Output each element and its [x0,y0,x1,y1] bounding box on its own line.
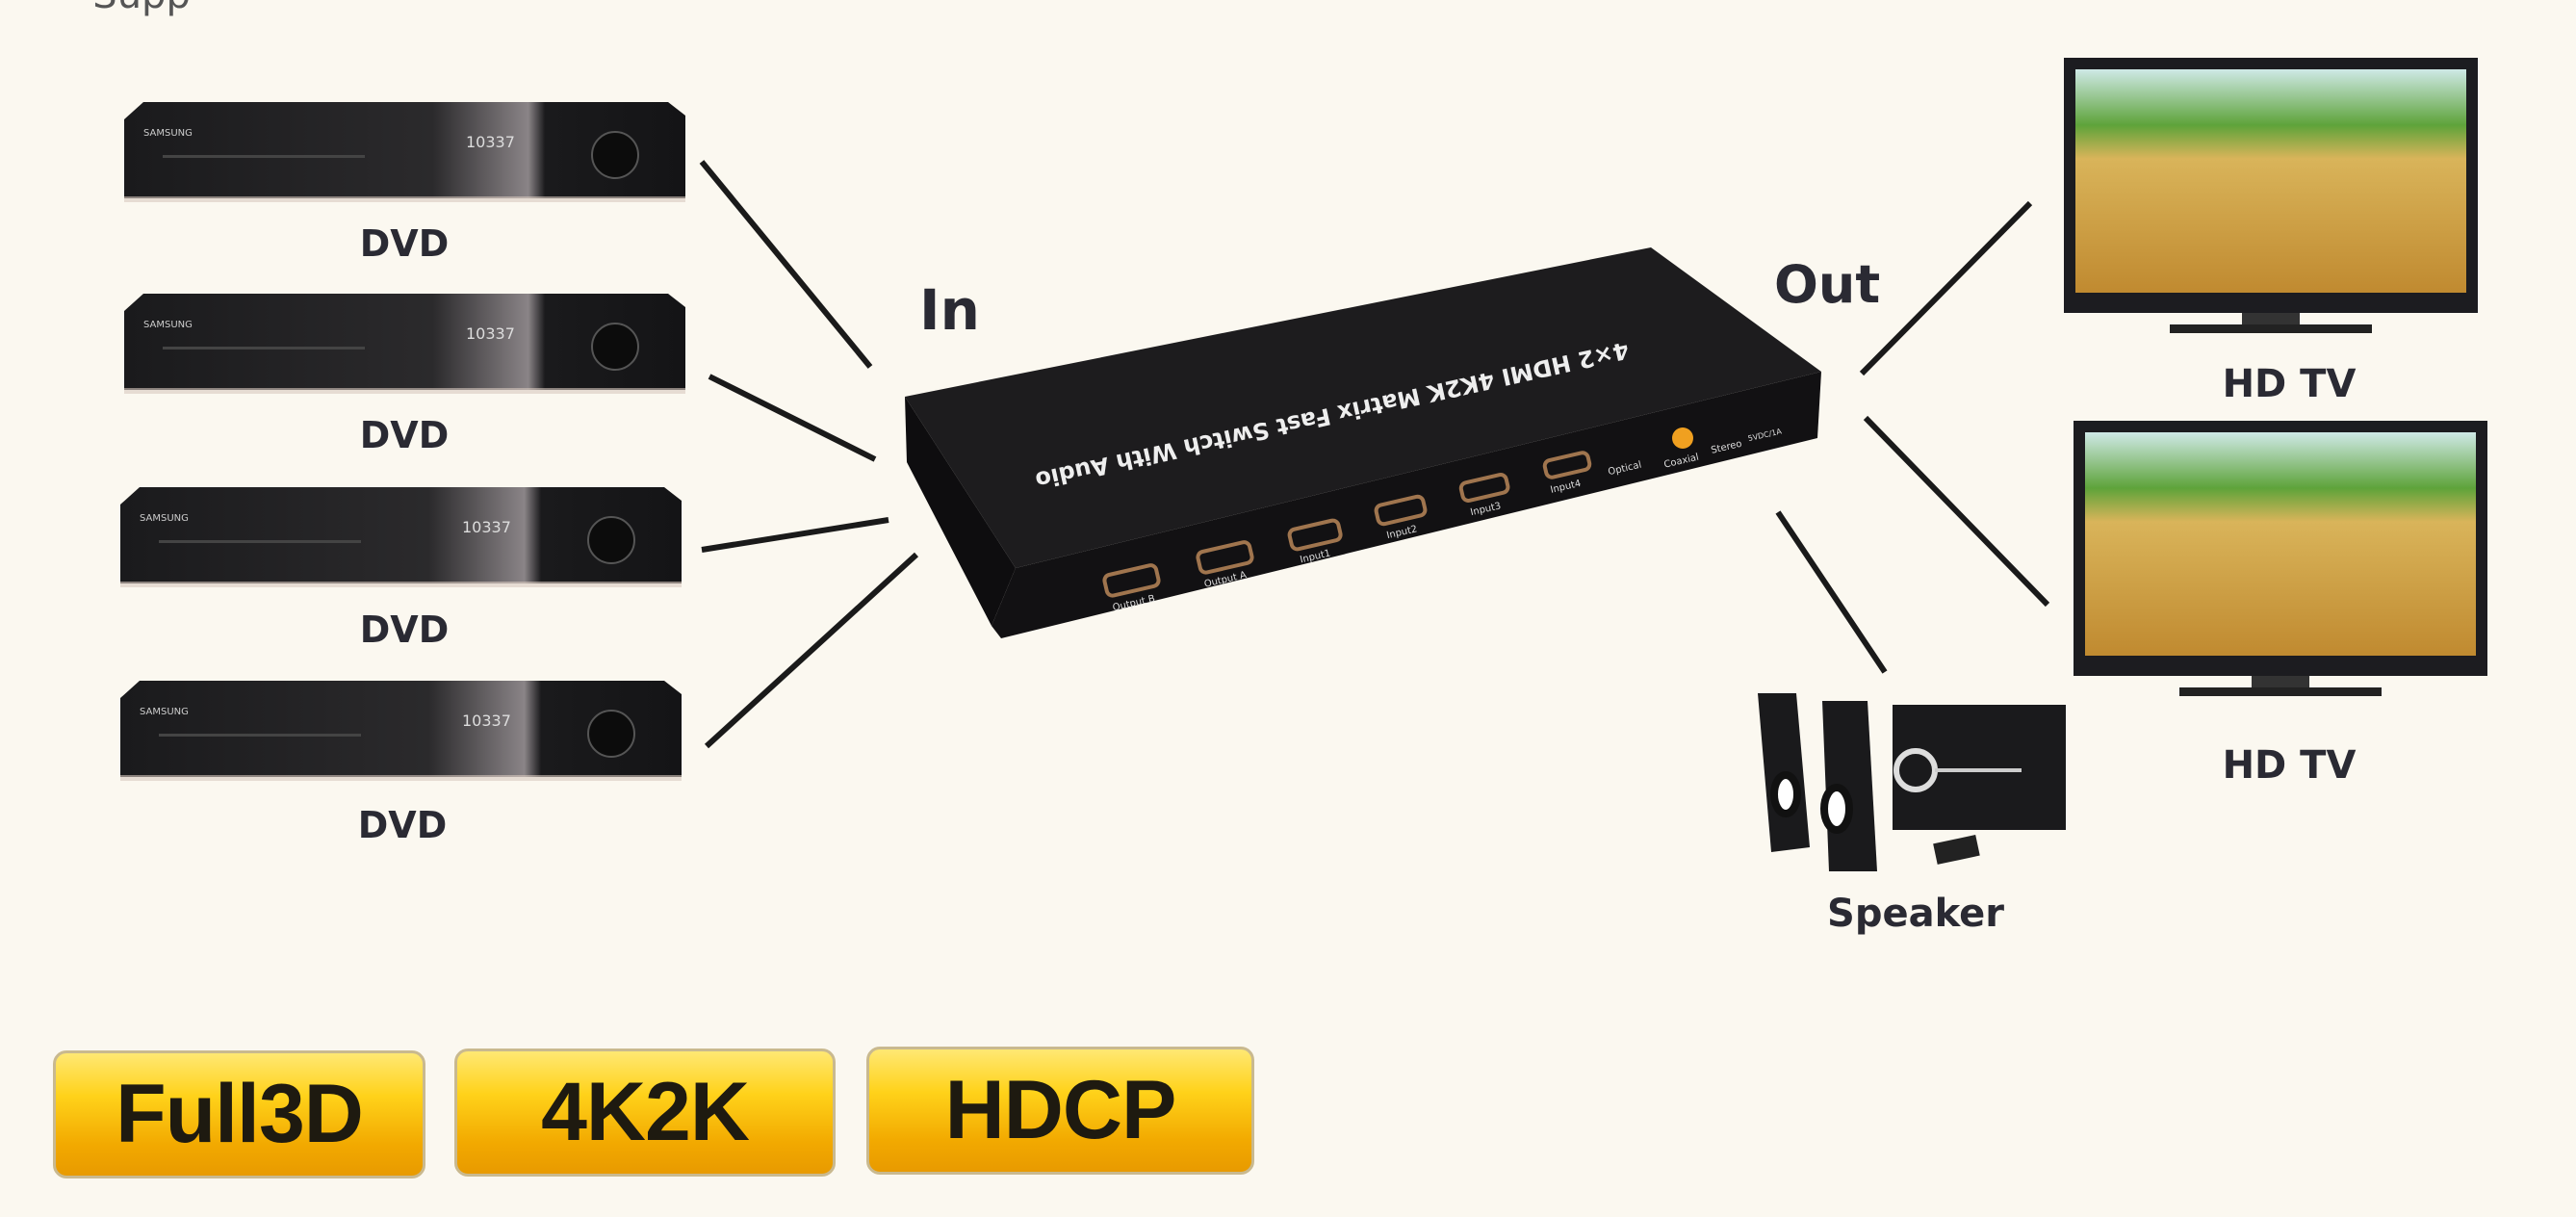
dvd-label: DVD [358,804,448,846]
dvd-label: DVD [360,222,450,265]
dvd-brand: SAMSUNG [143,128,193,139]
tv-label: HD TV [2223,362,2357,406]
in-label: In [919,277,980,343]
line-input-3 [701,517,889,553]
dvd-player-2: SAMSUNG 10337 [123,293,686,395]
line-output-b [1863,415,2050,608]
dvd-display: 10337 [466,133,515,151]
top-text-cropped: • Supp [58,0,191,17]
line-audio [1775,510,1888,674]
dvd-player-3: SAMSUNG 10337 [119,486,683,588]
dvd-label: DVD [360,608,450,651]
line-output-a [1859,200,2033,376]
badge-text: HDCP [944,1064,1177,1156]
dvd-display: 10337 [462,518,511,536]
dvd-brand: SAMSUNG [140,707,189,717]
dvd-player-1: SAMSUNG 10337 [123,101,686,203]
badge-full3d: Full3D [53,1050,425,1178]
tv-label: HD TV [2223,743,2357,788]
dvd-brand: SAMSUNG [140,513,189,524]
dvd-brand: SAMSUNG [143,320,193,330]
speaker-label: Speaker [1827,892,2004,936]
line-input-1 [699,160,873,369]
connection-lines [699,160,2050,749]
dvd-player-4: SAMSUNG 10337 [119,680,683,782]
dvd-label: DVD [360,414,450,456]
speaker-set [1758,693,2066,871]
badge-hdcp: HDCP [866,1047,1254,1175]
out-label: Out [1774,254,1880,315]
dvd-display: 10337 [462,712,511,730]
line-input-2 [708,374,877,462]
hdmi-matrix-switch: 4×2 HDMI 4K2K Matrix Fast Switch With Au… [905,247,1821,638]
line-input-4 [704,552,919,749]
badge-text: 4K2K [541,1066,750,1158]
hd-tv-2 [2074,421,2487,696]
dvd-display: 10337 [466,324,515,343]
badge-4k2k: 4K2K [454,1049,836,1177]
hd-tv-1 [2064,58,2478,333]
badge-text: Full3D [116,1068,364,1160]
